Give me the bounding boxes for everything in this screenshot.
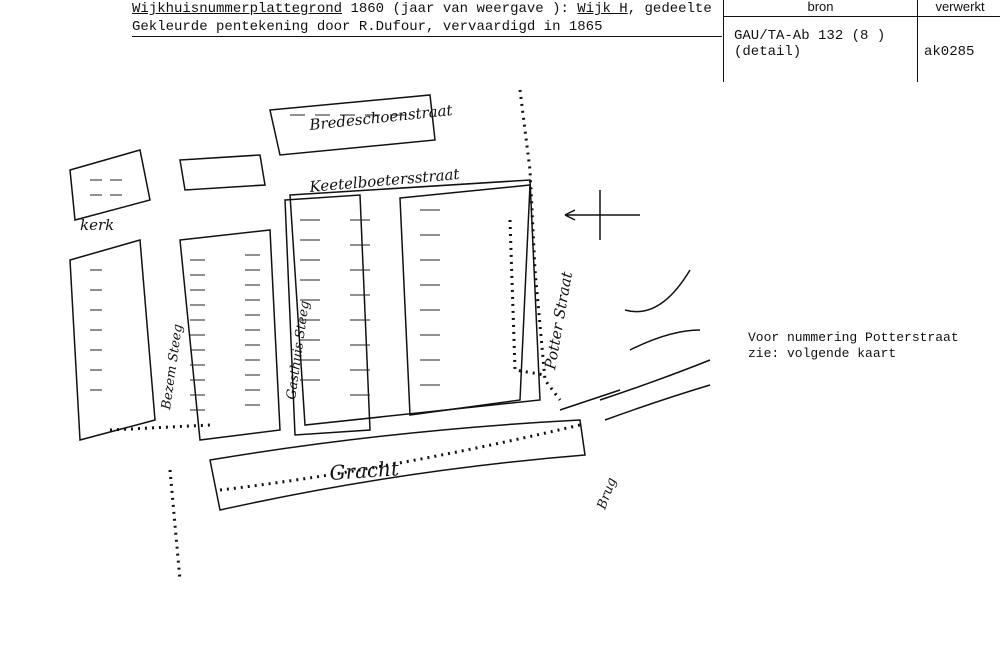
- potterstraat-note: Voor nummering Potterstraat zie: volgend…: [748, 330, 959, 361]
- block-inner: [399, 184, 531, 416]
- label-gracht: Gracht: [329, 456, 401, 485]
- label-bezemsteeg: Bezem Steeg: [159, 323, 186, 411]
- source-table: bron verwerkt GAU/TA-Ab 132 (8 ) (detail…: [723, 0, 1000, 82]
- processed-reference: ak0285: [924, 44, 975, 60]
- label-potterstraat: Potter Straat: [541, 269, 576, 371]
- block-main: [289, 179, 541, 426]
- label-gasthuissteeg: Gasthuis Steeg: [284, 300, 313, 401]
- label-keetelboetersstraat: Keetelboetersstraat: [308, 165, 461, 196]
- label-brug: Brug: [594, 476, 620, 513]
- table-divider: [917, 16, 918, 82]
- map-title: Wijkhuisnummerplattegrond 1860 (jaar van…: [132, 0, 712, 18]
- canal-dots: [219, 423, 581, 492]
- title-part-1: Wijkhuisnummerplattegrond: [132, 1, 343, 17]
- bron-header: bron: [724, 0, 917, 17]
- title-part-3: Wijk H: [577, 1, 628, 17]
- title-part-4: , gedeelte: [627, 1, 712, 17]
- header-rule: [132, 36, 722, 37]
- verwerkt-header: verwerkt: [917, 0, 1000, 17]
- block-top: [269, 94, 436, 156]
- canal-gracht: [209, 419, 586, 511]
- source-reference: GAU/TA-Ab 132 (8 ) (detail): [734, 28, 886, 60]
- block-middle-left: [284, 194, 371, 436]
- map-subtitle: Gekleurde pentekening door R.Dufour, ver…: [132, 19, 603, 35]
- label-kerk: kerk: [80, 216, 114, 234]
- title-part-2: 1860 (jaar van weergave ):: [342, 1, 578, 17]
- block-top-small: [179, 154, 266, 191]
- historic-map: Bredeschoenstraat Keetelboetersstraat Gr…: [69, 89, 711, 581]
- block-bezemsteeg: [179, 229, 281, 441]
- label-bredeschoenstraat: Bredeschoenstraat: [308, 101, 455, 134]
